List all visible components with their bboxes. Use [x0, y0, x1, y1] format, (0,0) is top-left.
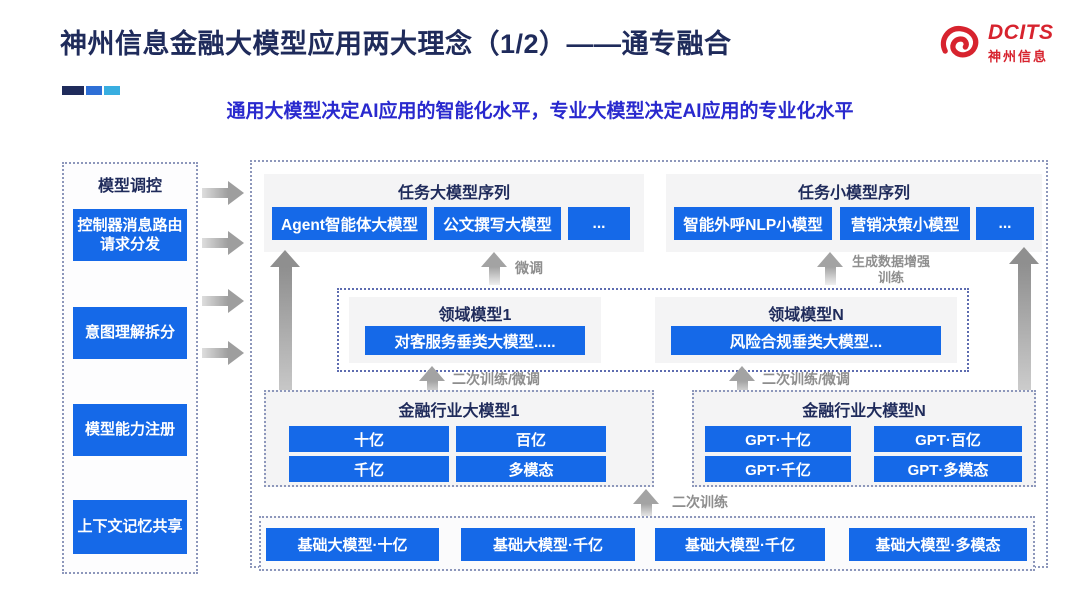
right-arrow-icon	[202, 341, 244, 365]
dcits-swirl-icon	[940, 25, 979, 58]
model-control-panel: 模型调控 控制器消息路由请求分发 意图理解拆分 模型能力注册 上下文记忆共享	[62, 162, 198, 574]
domain-model-1-section: 领域模型1 对客服务垂类大模型.....	[349, 297, 601, 363]
subtitle: 通用大模型决定AI应用的智能化水平，专业大模型决定AI应用的专业化水平	[226, 101, 854, 122]
model-scale-box: 千亿	[289, 456, 449, 482]
model-scale-box: 十亿	[289, 426, 449, 452]
retrain-finetune-label: 二次训练/微调	[762, 371, 850, 387]
domain-model-n-section: 领域模型N 风险合规垂类大模型...	[655, 297, 957, 363]
industry-model-n-section: 金融行业大模型N GPT·十亿 GPT·百亿 GPT·千亿 GPT·多模态	[692, 390, 1036, 487]
up-arrow-icon	[817, 252, 843, 285]
risk-compliance-model-box: 风险合规垂类大模型...	[671, 326, 941, 355]
up-arrow-icon	[481, 252, 507, 285]
chip-marketing-model: 营销决策小模型	[840, 207, 970, 240]
model-scale-box: GPT·多模态	[874, 456, 1022, 482]
customer-service-model-box: 对客服务垂类大模型.....	[365, 326, 585, 355]
chip-more-models: ...	[976, 207, 1034, 240]
section-title: 金融行业大模型1	[398, 403, 520, 420]
chip-doc-writing-model: 公文撰写大模型	[434, 207, 561, 240]
section-title: 金融行业大模型N	[802, 403, 926, 420]
base-models-container: 基础大模型·十亿 基础大模型·千亿 基础大模型·千亿 基础大模型·多模态	[259, 516, 1035, 571]
model-scale-box: 多模态	[456, 456, 606, 482]
section-title: 任务大模型序列	[397, 185, 510, 202]
right-arrow-icon	[202, 181, 244, 205]
accent-bar	[62, 86, 120, 95]
right-arrow-icon	[202, 231, 244, 255]
industry-model-1-section: 金融行业大模型1 十亿 百亿 千亿 多模态	[264, 390, 654, 487]
brand-text: DCITS 神州信息	[988, 22, 1054, 65]
base-model-box: 基础大模型·十亿	[266, 528, 439, 561]
model-scale-box: 百亿	[456, 426, 606, 452]
model-scale-box: GPT·百亿	[874, 426, 1022, 452]
base-model-box: 基础大模型·多模态	[849, 528, 1027, 561]
model-scale-box: GPT·千亿	[705, 456, 851, 482]
task-large-model-section: 任务大模型序列 Agent智能体大模型 公文撰写大模型 ...	[264, 174, 644, 252]
section-title: 领域模型1	[438, 307, 512, 324]
base-model-box: 基础大模型·千亿	[655, 528, 825, 561]
brand-name: DCITS	[988, 20, 1054, 44]
finetune-label: 微调	[515, 260, 543, 276]
sidebar-item-context-share: 上下文记忆共享	[73, 500, 187, 554]
diagram-area: 任务大模型序列 Agent智能体大模型 公文撰写大模型 ... 任务小模型序列 …	[250, 160, 1048, 571]
task-small-model-section: 任务小模型序列 智能外呼NLP小模型 营销决策小模型 ...	[666, 174, 1042, 252]
right-arrow-icon	[202, 289, 244, 313]
sidebar-item-capability-register: 模型能力注册	[73, 404, 187, 456]
chip-outbound-nlp-model: 智能外呼NLP小模型	[674, 207, 832, 240]
sidebar-title: 模型调控	[97, 178, 162, 195]
gen-data-training-label: 生成数据增强训练	[851, 254, 930, 286]
section-title: 领域模型N	[768, 307, 844, 324]
page-title: 神州信息金融大模型应用两大理念（1/2）——通专融合	[60, 29, 732, 59]
brand-name-cn: 神州信息	[988, 48, 1049, 64]
up-arrow-icon	[419, 366, 445, 397]
brand-logo: DCITS 神州信息	[936, 20, 1054, 66]
base-model-box: 基础大模型·千亿	[461, 528, 635, 561]
domain-models-container: 领域模型1 对客服务垂类大模型..... 领域模型N 风险合规垂类大模型...	[337, 288, 969, 372]
section-title: 任务小模型序列	[797, 185, 910, 202]
chip-more-models: ...	[568, 207, 630, 240]
chip-agent-large-model: Agent智能体大模型	[272, 207, 427, 240]
retrain-finetune-label: 二次训练/微调	[452, 371, 540, 387]
sidebar-item-message-routing: 控制器消息路由请求分发	[73, 209, 187, 261]
retrain-label: 二次训练	[672, 494, 728, 510]
sidebar-item-intent-split: 意图理解拆分	[73, 307, 187, 359]
up-arrow-icon	[633, 489, 659, 518]
up-arrow-icon	[729, 366, 755, 397]
model-scale-box: GPT·十亿	[705, 426, 851, 452]
